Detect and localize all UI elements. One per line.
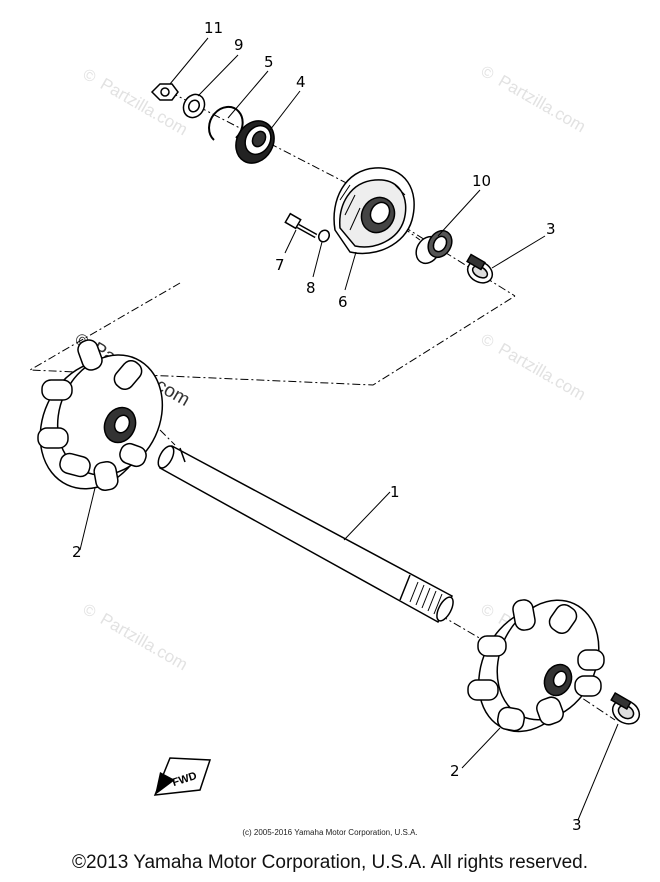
svg-text:©: © [80,66,99,87]
callout-3-top: 3 [546,220,556,238]
svg-text:©: © [80,601,99,622]
callout-10: 10 [472,172,491,190]
shaft-part-1 [157,444,454,624]
callout-1: 1 [390,483,400,501]
callout-11: 11 [204,19,223,37]
svg-text:©: © [478,63,497,84]
callout-6: 6 [338,293,348,311]
washer-part-9 [182,93,206,119]
callout-2-left: 2 [72,543,82,561]
svg-text:Partzilla.com: Partzilla.com [97,609,191,674]
sprocket-part-2-right [467,599,605,733]
callout-7: 7 [275,256,285,274]
callout-4: 4 [296,73,306,91]
housing-part-6 [333,167,415,255]
clamp-part-3-bottom [610,692,641,725]
svg-text:©: © [478,601,497,622]
sprocket-part-2-left [37,339,164,492]
svg-text:©: © [478,331,497,352]
callout-8: 8 [306,279,316,297]
callout-3-bottom: 3 [572,816,582,834]
circlip-part-5 [208,106,244,141]
watermark: © Partzilla.com [80,601,191,674]
clamp-part-3-top [466,253,494,284]
forward-arrow-icon: FWD [153,757,212,796]
svg-text:Partzilla.com: Partzilla.com [97,74,191,139]
svg-text:Partzilla.com: Partzilla.com [495,71,589,136]
watermark: © Partzilla.com [80,66,191,139]
callout-5: 5 [264,53,274,71]
watermark: © Partzilla.com [478,331,589,404]
svg-text:Partzilla.com: Partzilla.com [495,339,589,404]
footer-copyright: ©2013 Yamaha Motor Corporation, U.S.A. A… [72,852,588,873]
washer-part-8 [317,229,331,243]
leader-lines [79,37,619,821]
small-copyright: (c) 2005-2016 Yamaha Motor Corporation, … [242,828,418,837]
collar-part-10 [415,229,453,265]
callout-2-right: 2 [450,762,460,780]
callout-9: 9 [234,36,244,54]
bearing-part-4 [235,120,275,164]
callout-numbers: 11 9 5 4 10 3 7 8 6 1 2 2 3 [72,19,582,834]
bolt-part-7 [284,212,318,239]
nut-part-11 [150,83,179,101]
watermark: © Partzilla.com [478,63,589,136]
